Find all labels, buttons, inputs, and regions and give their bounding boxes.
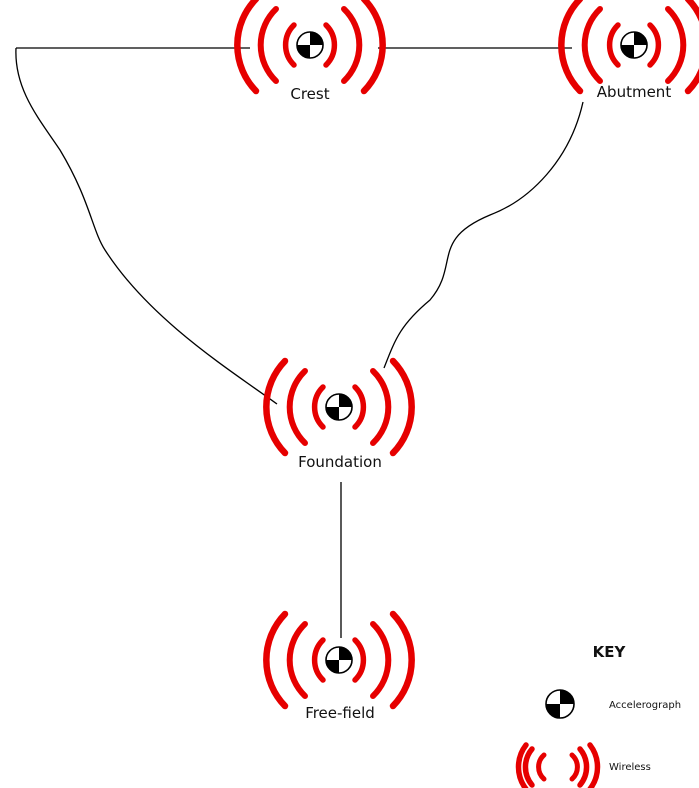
accelerograph-icon [296,31,324,59]
node-label-abutment: Abutment [597,83,672,101]
accelerograph-icon [325,393,353,421]
legend-accelerograph-icon [545,689,575,719]
accelerograph-icon [620,31,648,59]
node-free-field: Free-field [266,614,411,722]
legend-label-wireless: Wireless [609,762,651,773]
legend-title: KEY [593,643,627,661]
legend-wireless-icon [515,742,601,788]
node-crest: Crest [237,0,382,103]
node-label-free-field: Free-field [305,704,375,722]
connection-abutment-foundation [383,101,584,369]
accelerograph-icon [325,646,353,674]
node-label-crest: Crest [290,85,329,103]
connection-left-foundation [15,47,278,405]
legend-label-accelerograph: Accelerograph [609,700,681,711]
node-label-foundation: Foundation [298,453,382,471]
node-foundation: Foundation [266,361,411,471]
connections [15,47,584,638]
legend: KEY Accelerograph Wireless [515,643,681,788]
node-abutment: Abutment [561,0,699,101]
